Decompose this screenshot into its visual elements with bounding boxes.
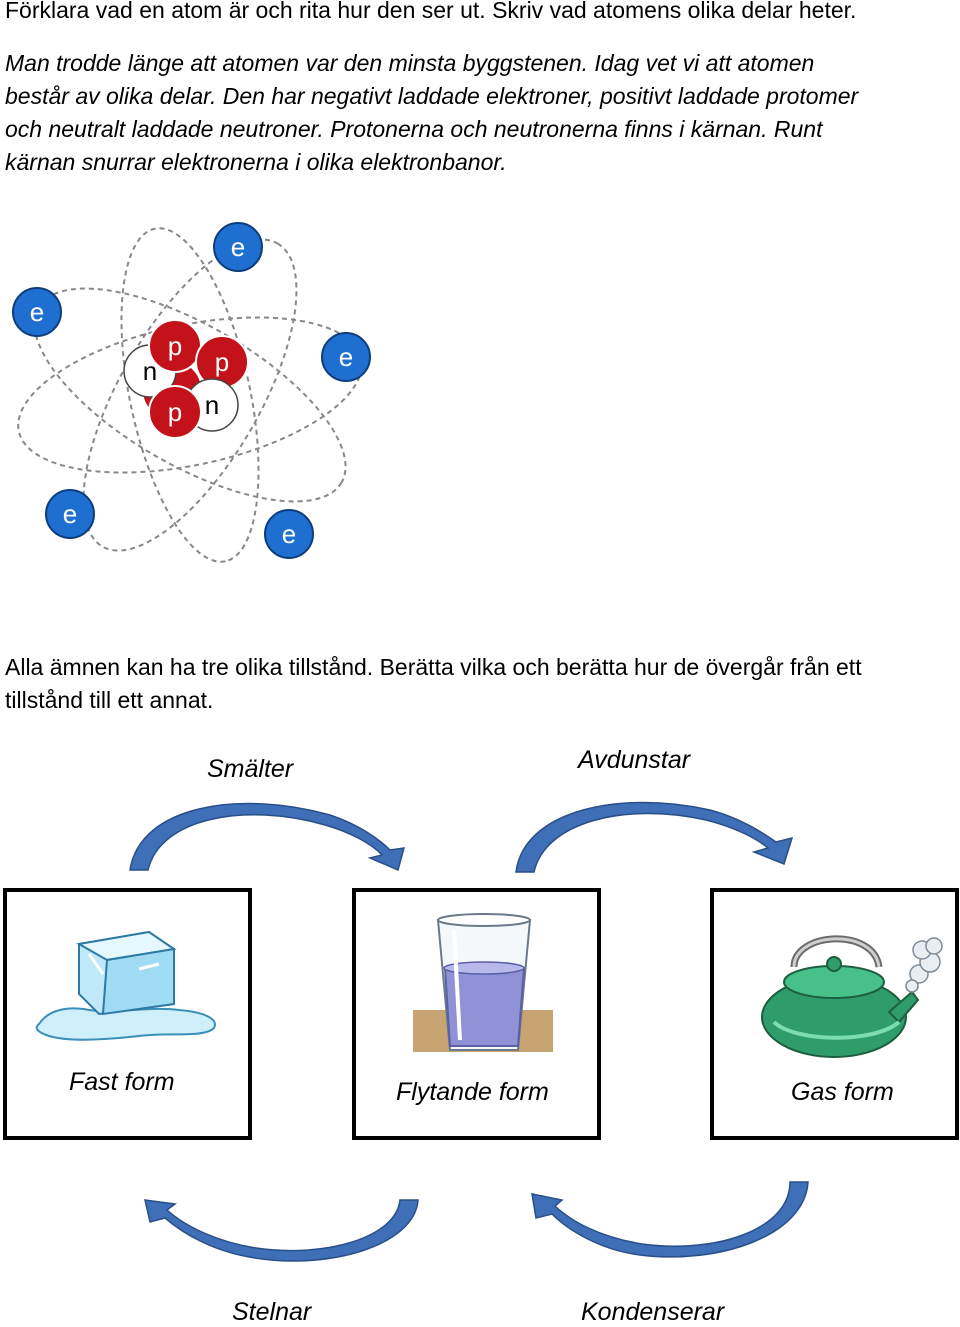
arrows-layer (129, 801, 809, 1262)
arrow-freezes (144, 1199, 419, 1262)
state-label-gas: Gas form (791, 1078, 894, 1106)
label-condenses: Kondenserar (581, 1298, 725, 1326)
electron (321, 332, 371, 382)
state-box-liquid: Flytande form (352, 888, 601, 1140)
proton-label: p (215, 347, 229, 377)
electron-label: e (231, 232, 245, 262)
ice-cube-icon (35, 930, 216, 1041)
neutron-label: n (205, 390, 219, 420)
proton-label: p (168, 331, 182, 361)
state-label-liquid: Flytande form (396, 1078, 549, 1106)
electron-label: e (63, 499, 77, 529)
question-1: Förklara vad en atom är och rita hur den… (5, 0, 857, 23)
electron (264, 509, 314, 559)
arrow-melts (129, 802, 406, 872)
answer-1-line-1: Man trodde länge att atomen var den mins… (5, 50, 815, 76)
arrow-condenses (531, 1181, 809, 1258)
electron (45, 489, 95, 539)
state-box-solid: Fast form (3, 888, 252, 1140)
label-freezes: Stelnar (232, 1298, 312, 1326)
question-2-line-1: Alla ämnen kan ha tre olika tillstånd. B… (5, 654, 862, 680)
state-label-solid: Fast form (69, 1068, 175, 1096)
electron-label: e (30, 297, 44, 327)
kettle-steam-icon (761, 935, 943, 1058)
state-box-gas: Gas form (710, 888, 959, 1140)
orbit-4 (120, 227, 260, 563)
answer-1-line-4: kärnan snurrar elektronerna i olika elek… (5, 149, 507, 175)
electron-label: e (282, 519, 296, 549)
label-melts: Smälter (207, 755, 294, 783)
answer-1-line-2: består av olika delar. Den har negativt … (5, 83, 859, 109)
answer-1-line-3: och neutralt laddade neutroner. Protoner… (5, 116, 823, 142)
electron (12, 287, 62, 337)
electron (213, 222, 263, 272)
atom-diagram: n p p n p e e e e e (12, 222, 371, 563)
label-evaporates: Avdunstar (578, 746, 691, 774)
question-2-line-2: tillstånd till ett annat. (5, 687, 214, 713)
electron-label: e (339, 342, 353, 372)
proton-label: p (168, 397, 182, 427)
arrow-evaporates (515, 801, 794, 873)
nucleus: n p p n p (123, 319, 249, 439)
neutron-label: n (143, 356, 157, 386)
proton (148, 385, 202, 439)
glass-of-water-icon (413, 913, 553, 1052)
orbit-2 (33, 287, 347, 503)
